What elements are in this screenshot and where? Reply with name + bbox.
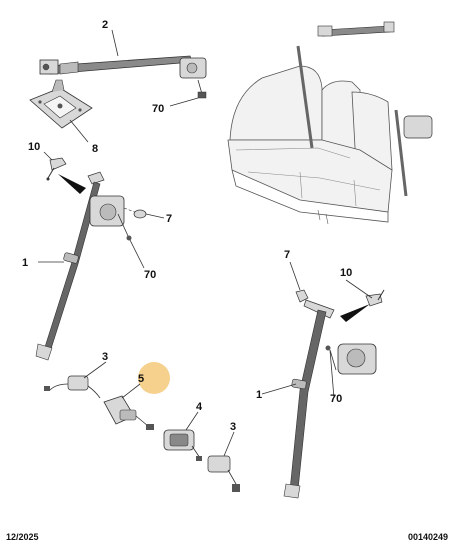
callout-7-left: 7 [166, 213, 172, 225]
callout-1-left: 1 [22, 257, 28, 269]
part-8-bracket[interactable] [29, 79, 93, 129]
part-7-left-cap[interactable] [133, 209, 147, 219]
callout-7-right: 7 [284, 249, 290, 261]
part-1-left-belt-assembly[interactable] [35, 171, 141, 361]
footer-date: 12/2025 [6, 532, 39, 542]
callout-70-top: 70 [152, 103, 164, 115]
part-5-buckle[interactable] [103, 395, 154, 430]
part-10-left-guide[interactable] [46, 157, 67, 181]
callout-8: 8 [92, 143, 98, 155]
callout-3-right: 3 [230, 421, 236, 433]
leader-lines [38, 29, 373, 457]
part-5-highlight [138, 362, 170, 394]
part-2-upper-rail[interactable] [39, 55, 207, 99]
callout-70-mid: 70 [144, 269, 156, 281]
callout-4: 4 [196, 401, 203, 413]
callout-2: 2 [102, 19, 108, 31]
footer-reference: 00140249 [407, 532, 448, 542]
callout-10-left: 10 [28, 141, 40, 153]
arrow-right [340, 304, 370, 322]
callout-70-right: 70 [330, 393, 342, 405]
callout-1-right: 1 [256, 389, 262, 401]
arrow-left [58, 174, 86, 194]
callout-10-right: 10 [340, 267, 352, 279]
callout-3-left: 3 [102, 351, 108, 363]
part-1-right-belt-assembly[interactable] [283, 299, 377, 499]
part-10-right-guide[interactable] [365, 289, 385, 307]
part-3-right-buckle[interactable] [207, 455, 240, 492]
part-7-right-cap[interactable] [295, 289, 309, 303]
callout-5: 5 [138, 373, 144, 385]
part-3-left-buckle[interactable] [44, 375, 101, 399]
rear-seat-illustration [227, 21, 433, 225]
part-4-buckle[interactable] [163, 429, 202, 461]
